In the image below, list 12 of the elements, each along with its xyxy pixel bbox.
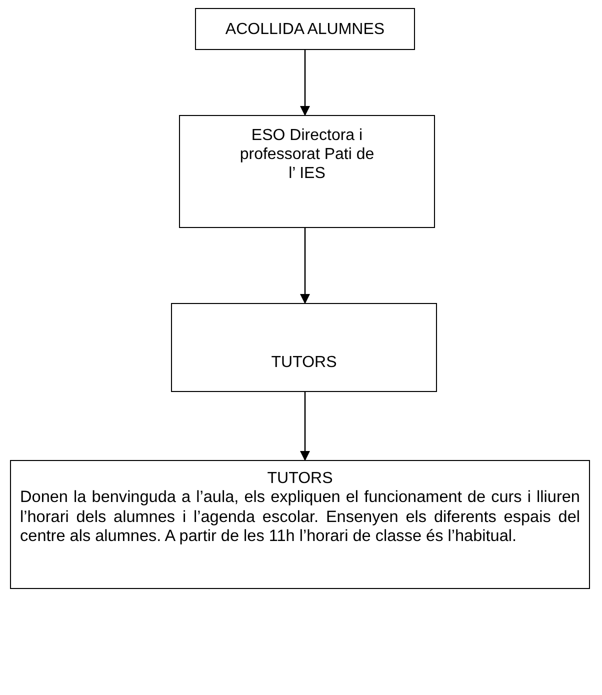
- arrow: [300, 50, 310, 116]
- box-label: ESO Directora i professorat Pati de l’ IES: [238, 126, 376, 183]
- arrow: [300, 228, 310, 304]
- process-box: [195, 8, 415, 50]
- description-text: Donen la benvinguda a l’aula, els expliquen el funcionament de curs i lliuren l’horari dels alumnes i l’agenda escolar. Ensenyen els diferents espais del centre als alumnes. A partir de les 11h l’horari de classe és l’habitual.: [20, 488, 580, 546]
- process-box: [171, 303, 437, 392]
- box-label: TUTORS: [271, 353, 337, 372]
- box-label: TUTORS: [267, 469, 333, 488]
- arrow: [300, 392, 310, 461]
- process-box: [10, 460, 590, 589]
- process-box: [179, 115, 435, 228]
- box-label: ACOLLIDA ALUMNES: [225, 20, 385, 38]
